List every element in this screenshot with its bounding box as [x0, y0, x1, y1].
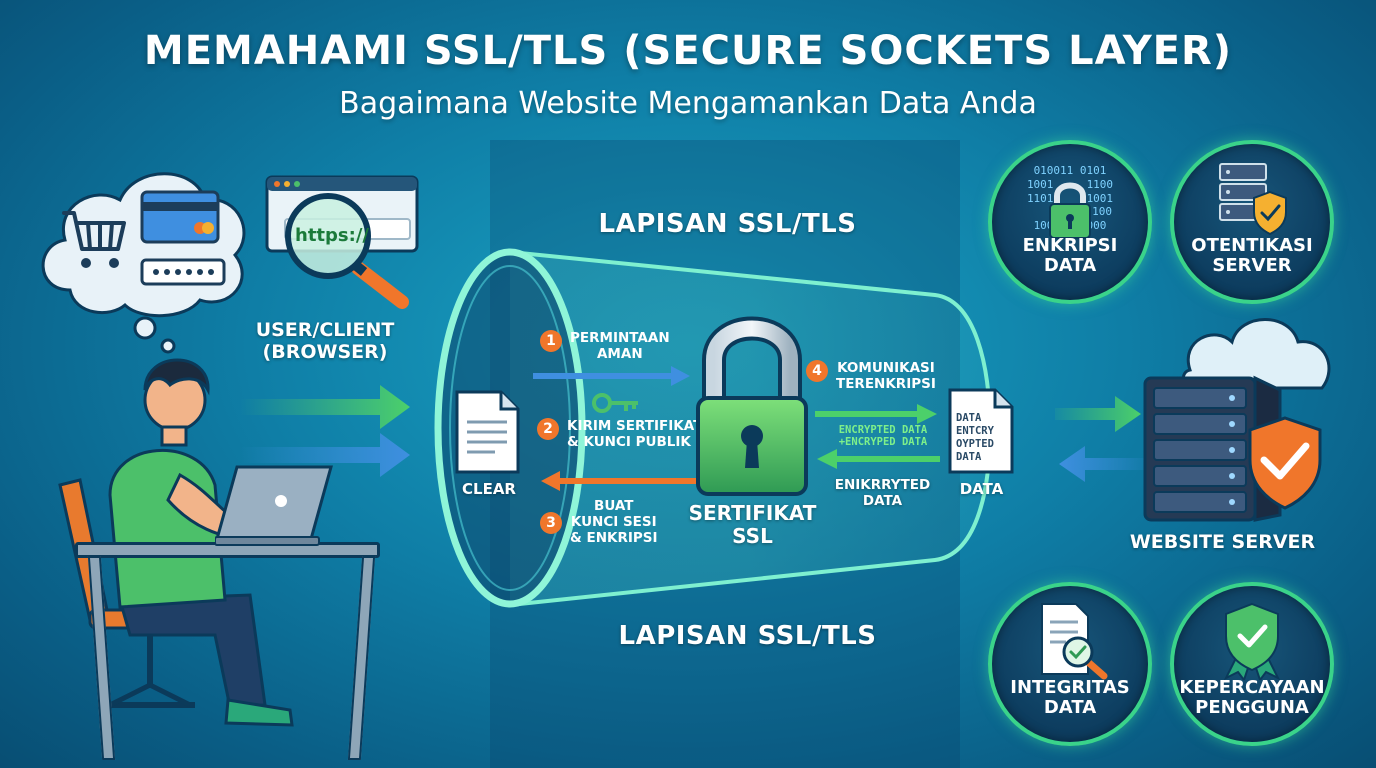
layer-label-bottom: LAPISAN SSL/TLS [618, 621, 877, 651]
step-2: 2 KIRIM SERTIFIKAT& KUNCI PUBLIK [537, 418, 702, 450]
feature-data-integrity: INTEGRITAS DATA [988, 582, 1152, 746]
clear-document-label: CLEAR [462, 480, 516, 498]
step-2-line2: & KUNCI PUBLIK [567, 434, 691, 451]
magnifier-icon [285, 193, 409, 309]
server-label: WEBSITE SERVER [1129, 531, 1316, 553]
encrypted-document-label: DATA [959, 480, 1004, 498]
certificate-label-line1: SERTIFIKAT [688, 501, 817, 525]
feature-label: ENKRIPSI DATA [992, 236, 1148, 276]
page-subtitle: Bagaimana Website Mengamankan Data Anda [339, 86, 1037, 121]
step-2-arrow [541, 471, 698, 491]
step-4-number: 4 [806, 360, 828, 382]
step-2-line1: KIRIM SERTIFIKAT [567, 418, 703, 434]
encrypted-doc-line: OYPTED [956, 438, 994, 451]
return-flow-text: ENIKRRYTED DATA [820, 477, 945, 509]
binary-row: 1101 [1026, 191, 1054, 205]
encrypted-flow-line2: +ENCRYPED DATA [838, 436, 928, 449]
return-flow-line2: DATA [862, 492, 903, 509]
feature-label: OTENTIKASI SERVER [1174, 236, 1330, 276]
website-server-icon [1143, 318, 1331, 522]
step-2-number: 2 [537, 418, 559, 440]
feature-label: KEPERCAYAAN PENGGUNA [1174, 678, 1330, 718]
feature-label-line1: OTENTIKASI [1191, 235, 1313, 256]
server-shield-icon [1219, 163, 1287, 236]
step-1-number: 1 [540, 330, 562, 352]
encrypted-document-icon [948, 388, 1014, 474]
encrypted-document-content: DATA ENTCRY OYPTED DATA [956, 412, 1011, 465]
clear-document-icon [455, 390, 520, 474]
binary-row: 1100 [1086, 177, 1114, 191]
binary-row: 100 [1092, 205, 1112, 219]
feature-label-line2: SERVER [1212, 254, 1292, 276]
feature-label: INTEGRITAS DATA [992, 678, 1148, 718]
feature-data-encryption: 010011 0101 1001 1100 1101 1001 100 1001… [988, 140, 1152, 304]
encrypted-doc-line: DATA [956, 451, 982, 464]
key-icon [592, 393, 638, 413]
credit-card-icon [140, 190, 220, 244]
encrypted-doc-line: DATA [956, 412, 982, 424]
lock-icon [1049, 182, 1091, 239]
step-3-number: 3 [540, 512, 562, 534]
shield-badge-icon [1223, 602, 1281, 680]
feature-user-trust: KEPERCAYAAN PENGGUNA [1170, 582, 1334, 746]
step-1-line1: PERMINTAAN [570, 330, 670, 346]
document-check-icon [1041, 603, 1108, 680]
user-illustration [58, 358, 294, 727]
certificate-label: SERTIFIKAT SSL [680, 502, 825, 548]
layer-label-top: LAPISAN SSL/TLS [598, 209, 857, 239]
return-flow-arrow [817, 449, 940, 469]
certificate-label-line2: SSL [732, 524, 773, 548]
step-4-line2: TERENKRIPSI [836, 376, 936, 393]
step-3-line3: & ENKRIPSI [570, 530, 658, 547]
step-1-arrow [533, 366, 690, 386]
feature-label-line2: DATA [1043, 254, 1097, 276]
encrypted-flow-line1: ENCRYPTED DATA [838, 424, 928, 436]
client-label-line2: (BROWSER) [262, 340, 388, 363]
step-1-line2: AMAN [596, 346, 643, 363]
step-3-line2: KUNCI SESI [570, 514, 657, 531]
encrypted-flow-arrow [815, 404, 937, 424]
client-arrows [240, 385, 410, 477]
binary-row: 1001 [1086, 191, 1114, 205]
step-4-line1: KOMUNIKASI [837, 360, 935, 376]
page-title: MEMAHAMI SSL/TLS (SECURE SOCKETS LAYER) [143, 28, 1233, 74]
feature-label-line1: ENKRIPSI [1022, 235, 1118, 256]
server-arrows [1055, 396, 1145, 482]
client-label: USER/CLIENT (BROWSER) [245, 319, 405, 364]
shopping-cart-icon [62, 211, 126, 268]
feature-label-line1: KEPERCAYAAN [1179, 677, 1325, 698]
binary-row: 010011 0101 [1033, 164, 1107, 177]
feature-server-authentication: OTENTIKASI SERVER [1170, 140, 1334, 304]
binary-row: 1001 [1026, 177, 1054, 191]
encrypted-flow-text: ENCRYPTED DATA +ENCRYPED DATA [822, 424, 944, 448]
step-3-line1: BUAT [594, 498, 634, 514]
return-flow-line1: ENIKRRYTED [834, 477, 931, 493]
client-label-line1: USER/CLIENT [255, 319, 395, 341]
feature-label-line2: PENGGUNA [1195, 696, 1309, 718]
encrypted-doc-line: ENTCRY [956, 425, 994, 438]
padlock-icon [696, 316, 808, 496]
feature-label-line2: DATA [1043, 696, 1097, 718]
feature-label-line1: INTEGRITAS [1010, 677, 1130, 698]
password-field-icon [140, 258, 226, 286]
https-url-text: https:// [295, 225, 369, 246]
laptop-icon [215, 465, 333, 546]
